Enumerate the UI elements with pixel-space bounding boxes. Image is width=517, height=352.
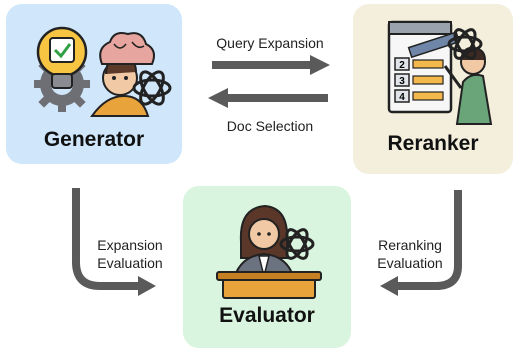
- generator-illustration: [34, 26, 172, 117]
- rank-number: 4: [399, 92, 405, 103]
- rank-number: 3: [399, 76, 405, 87]
- reranker-title: Reranker: [387, 132, 479, 155]
- lightbulb-icon: [36, 26, 88, 89]
- reranker-node: 2 3 4 Reranker: [353, 4, 513, 174]
- expansion-evaluation-label: Expansion Evaluation: [80, 236, 180, 272]
- brain-icon: [99, 32, 155, 65]
- ranking-board-icon: 2 3 4: [387, 20, 461, 114]
- query-expansion-label: Query Expansion: [216, 35, 324, 51]
- podium-icon: [216, 271, 322, 299]
- openai-logo-icon: [279, 228, 315, 260]
- expansion-evaluation-arrow: [72, 188, 156, 296]
- evaluator-illustration: [216, 204, 322, 299]
- evaluator-title: Evaluator: [219, 304, 315, 327]
- ranking-row: 2: [394, 57, 444, 71]
- ranking-row: 3: [394, 73, 444, 87]
- openai-logo-icon: [447, 28, 483, 60]
- evaluator-node: Evaluator: [183, 186, 351, 348]
- rank-number: 2: [399, 60, 405, 71]
- doc-selection-label: Doc Selection: [226, 118, 314, 134]
- generator-node: Generator: [6, 4, 182, 164]
- reranking-evaluation-label: Reranking Evaluation: [360, 236, 460, 272]
- openai-logo-icon: [132, 70, 172, 106]
- query-expansion-arrow: [212, 55, 330, 75]
- expansion-evaluation-label-line1: Expansion: [97, 237, 163, 253]
- reranker-illustration: 2 3 4: [387, 20, 493, 125]
- reranking-evaluation-arrow: [380, 190, 462, 296]
- generator-title: Generator: [43, 128, 145, 151]
- reranking-evaluation-label-line2: Evaluation: [377, 255, 443, 271]
- doc-selection-arrow: [208, 88, 328, 108]
- ranking-row: 4: [394, 89, 444, 103]
- expansion-evaluation-label-line2: Evaluation: [97, 255, 163, 271]
- reranking-evaluation-label-line1: Reranking: [378, 237, 442, 253]
